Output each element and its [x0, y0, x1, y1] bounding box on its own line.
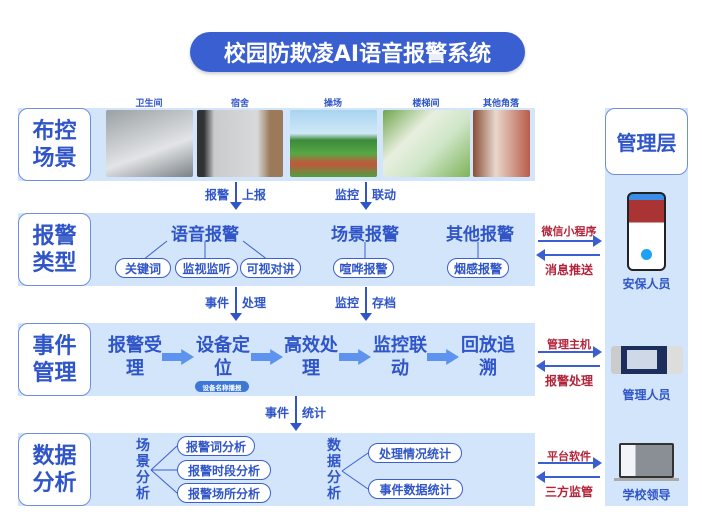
- laptop-icon: [619, 443, 674, 478]
- role-label: 管理人员: [622, 388, 671, 402]
- row-label-data: 数据分析: [18, 433, 91, 506]
- laptop-base: [614, 478, 679, 481]
- chevron-right-icon: [251, 349, 283, 365]
- event-step: 设备定位: [196, 335, 250, 379]
- photo-caption: 卫生间: [135, 99, 163, 109]
- playground-photo: [290, 110, 377, 177]
- right-arrow-icon: [538, 346, 602, 358]
- channel-in-label: 三方监管: [544, 485, 593, 499]
- event-step: 报警受理: [108, 335, 162, 379]
- analysis-title: 场景分析: [136, 438, 150, 502]
- corner-photo: [473, 110, 530, 177]
- analysis-pill: 报警时段分析: [177, 460, 271, 480]
- analysis-pill: 报警场所分析: [177, 483, 271, 503]
- photo-caption: 操场: [323, 99, 342, 109]
- channel-out-label: 微信小程序: [541, 225, 597, 238]
- alarm-type-pill: 烟感报警: [447, 258, 509, 278]
- flow-label: 监控: [335, 296, 360, 310]
- flow-label: 上报: [242, 188, 267, 202]
- chevron-right-icon: [427, 349, 459, 365]
- photo-caption: 其他角落: [482, 99, 519, 109]
- flow-label: 联动: [372, 188, 397, 202]
- flow-arrow: [365, 287, 367, 314]
- system-title: 校园防欺凌AI语音报警系统: [190, 32, 525, 72]
- analysis-pill: 事件数据统计: [368, 479, 463, 499]
- flow-label: 存档: [372, 296, 397, 310]
- channel-out-label: 管理主机: [547, 338, 591, 351]
- flow-arrow: [235, 182, 237, 204]
- flow-arrow: [295, 396, 297, 424]
- channel-in-label: 报警处理: [544, 374, 593, 388]
- flow-label: 事件: [205, 296, 230, 310]
- photo-caption: 宿舍: [230, 99, 249, 109]
- alarm-type-pill: 可视对讲: [240, 258, 301, 278]
- flow-label: 监控: [335, 188, 360, 202]
- analysis-title: 数据分析: [327, 438, 341, 502]
- arrow-head-icon: [290, 423, 302, 431]
- alarm-type-pill: 喧哗报警: [333, 258, 394, 278]
- right-arrow-icon: [538, 457, 602, 469]
- event-step: 监控联动: [373, 335, 427, 379]
- chevron-right-icon: [339, 349, 371, 365]
- group-title: 其他报警: [446, 225, 514, 245]
- left-arrow-icon: [536, 471, 600, 483]
- row-label-scene: 布控场景: [18, 108, 91, 181]
- left-arrow-icon: [536, 360, 600, 372]
- channel-in-label: 消息推送: [544, 263, 593, 277]
- management-title: 管理层: [605, 108, 688, 175]
- management-host-icon: [611, 346, 683, 374]
- analysis-pill: 报警词分析: [177, 436, 255, 456]
- flow-arrow: [235, 287, 237, 314]
- flow-label: 处理: [242, 296, 267, 310]
- flow-label: 统计: [302, 406, 327, 420]
- flow-arrow: [365, 182, 367, 204]
- row-label-event: 事件管理: [18, 323, 91, 396]
- arrow-head-icon: [360, 202, 372, 210]
- dorm-photo: [197, 110, 283, 177]
- chevron-right-icon: [162, 349, 194, 365]
- channel-out-label: 平台软件: [547, 450, 591, 463]
- event-step: 回放追溯: [461, 335, 515, 379]
- group-title: 场景报警: [331, 225, 399, 245]
- alarm-type-pill: 关键词: [115, 258, 171, 278]
- event-step: 高效处理: [284, 335, 338, 379]
- photo-caption: 楼梯间: [412, 99, 440, 109]
- arrow-head-icon: [360, 313, 372, 321]
- right-arrow-icon: [538, 235, 602, 247]
- flow-label: 事件: [265, 406, 290, 420]
- group-title: 语音报警: [171, 225, 239, 245]
- analysis-pill: 处理情况统计: [368, 443, 462, 463]
- left-arrow-icon: [536, 249, 600, 261]
- stairwell-photo: [383, 110, 470, 177]
- arrow-head-icon: [230, 313, 242, 321]
- arrow-head-icon: [230, 202, 242, 210]
- alarm-type-pill: 监视监听: [175, 258, 238, 278]
- phone-icon: [627, 192, 666, 271]
- role-label: 学校领导: [622, 488, 671, 502]
- row-label-alarm: 报警类型: [18, 213, 91, 286]
- flow-label: 报警: [205, 188, 230, 202]
- restroom-photo: [106, 110, 193, 177]
- role-label: 安保人员: [622, 277, 671, 291]
- device-announce-badge: 设备名称播报: [195, 381, 249, 392]
